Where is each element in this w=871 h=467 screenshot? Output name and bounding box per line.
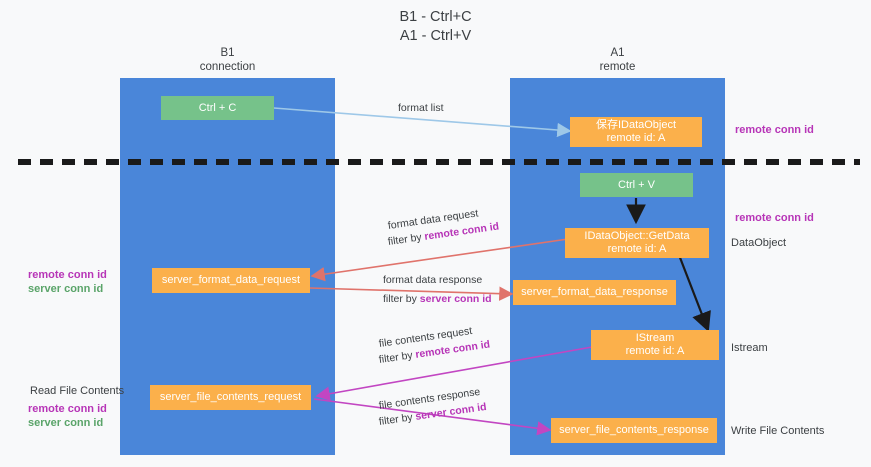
edge-label-format-data-response-line2: filter by server conn id (383, 292, 492, 306)
edge-label-server-conn-id: server conn id (419, 293, 492, 305)
node-server-file-contents-response[interactable]: server_file_contents_response (551, 418, 717, 443)
node-idataobject-getdata[interactable]: IDataObject::GetData remote id: A (565, 228, 709, 258)
note-remote-conn-id-mid: remote conn id (735, 212, 814, 224)
edge-label-format-data-request: format data request filter by remote con… (387, 207, 500, 249)
node-ctrl-c[interactable]: Ctrl + C (161, 96, 274, 120)
edge-label-format-data-response: format data response filter by server co… (383, 273, 492, 306)
note-server-conn-id-2: server conn id (28, 417, 104, 429)
edge-label-file-contents-request: file contents request filter by remote c… (378, 325, 491, 367)
edge-label-filter-prefix-3: filter by (378, 348, 417, 366)
note-write-file-contents: Write File Contents (731, 425, 825, 437)
edge-label-format-data-response-line1: format data response (383, 274, 483, 286)
node-ctrl-v[interactable]: Ctrl + V (580, 173, 693, 197)
node-istream[interactable]: IStream remote id: A (591, 330, 719, 360)
edge-label-filter-prefix-2: filter by (383, 293, 420, 305)
edge-label-filter-prefix: filter by (387, 230, 426, 248)
column-caption-b1: B1 connection (199, 47, 256, 73)
edge-label-file-contents-response: file contents response filter by server … (378, 386, 488, 429)
edge-label-format-list: format list (398, 102, 444, 114)
note-remote-conn-id-top: remote conn id (735, 124, 814, 136)
column-caption-a1: A1 remote (599, 47, 636, 73)
page-title: B1 - Ctrl+C A1 - Ctrl+V (399, 9, 472, 44)
note-remote-conn-id-2: remote conn id (28, 403, 107, 415)
node-save-idataobject[interactable]: 保存IDataObject remote id: A (570, 117, 702, 147)
node-server-file-contents-request[interactable]: server_file_contents_request (150, 385, 311, 410)
note-read-file-contents: Read File Contents (30, 385, 125, 397)
edge-label-filter-prefix-4: filter by (378, 410, 417, 428)
node-server-format-data-response[interactable]: server_format_data_response (513, 280, 676, 305)
note-remote-conn-id-1: remote conn id (28, 269, 107, 281)
node-server-format-data-request[interactable]: server_format_data_request (152, 268, 310, 293)
note-dataobject: DataObject (731, 237, 787, 249)
note-istream: Istream (731, 342, 768, 354)
note-server-conn-id-1: server conn id (28, 283, 104, 295)
